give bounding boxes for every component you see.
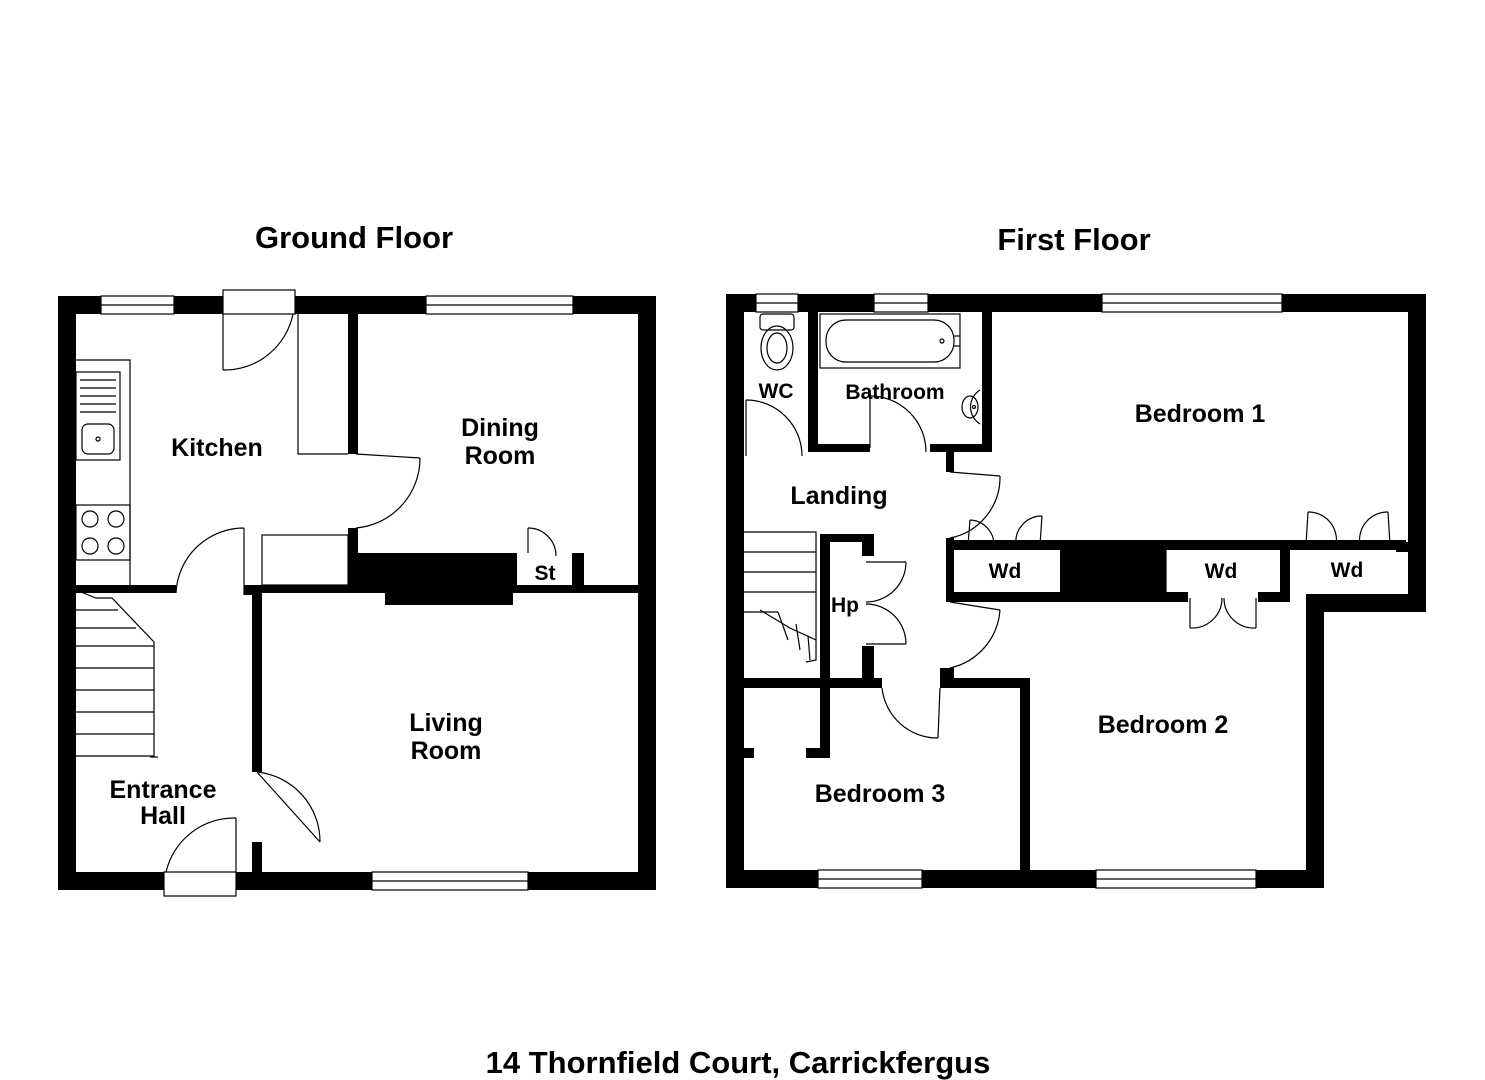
dining-room-label-line2: Room bbox=[465, 442, 536, 470]
first-floor-plan bbox=[726, 293, 1426, 889]
landing-label: Landing bbox=[790, 482, 887, 510]
kitchen-label: Kitchen bbox=[171, 434, 263, 462]
dining-room-label-line1: Dining bbox=[461, 414, 539, 442]
hot-press-label: Hp bbox=[831, 594, 859, 617]
property-address: 14 Thornfield Court, Carrickfergus bbox=[486, 1045, 991, 1080]
wardrobe-label-c: Wd bbox=[1331, 559, 1364, 582]
wardrobe-label-b: Wd bbox=[1205, 560, 1238, 583]
entrance-hall-label-line1: Entrance bbox=[110, 776, 217, 804]
bedroom1-label: Bedroom 1 bbox=[1135, 400, 1266, 428]
back-door-opening bbox=[222, 289, 296, 315]
bedroom3-label: Bedroom 3 bbox=[815, 780, 946, 808]
ground-floor-title: Ground Floor bbox=[255, 220, 453, 255]
first-floor-title: First Floor bbox=[997, 222, 1150, 257]
entrance-hall-label-line2: Hall bbox=[140, 802, 186, 830]
front-door-opening bbox=[163, 871, 237, 897]
bedroom2-label: Bedroom 2 bbox=[1098, 711, 1229, 739]
ground-floor-plan bbox=[58, 289, 656, 897]
wc-label: WC bbox=[759, 380, 794, 403]
store-label: St bbox=[535, 562, 556, 585]
living-room-label-line1: Living bbox=[409, 709, 483, 737]
bathroom-label: Bathroom bbox=[845, 381, 944, 404]
living-room-label-line2: Room bbox=[411, 737, 482, 765]
wardrobe-label-a: Wd bbox=[989, 560, 1022, 583]
